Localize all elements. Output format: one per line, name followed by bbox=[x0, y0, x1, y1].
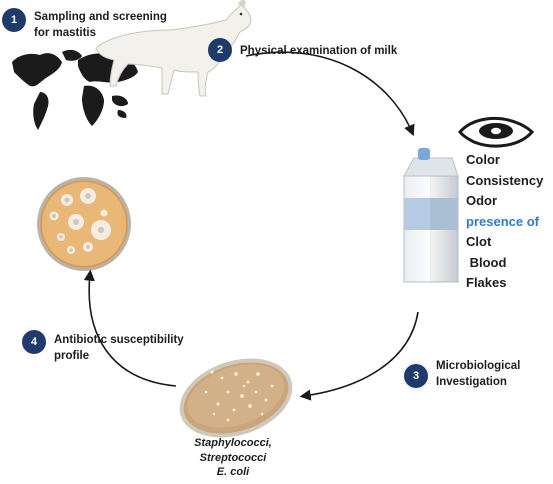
property-color: Color bbox=[466, 152, 500, 167]
step-2-label: Physical examination of milk bbox=[240, 43, 397, 59]
step-4-label-line-2: profile bbox=[54, 350, 90, 362]
arrow-1-to-2 bbox=[245, 51, 415, 137]
culture-plate-icon bbox=[179, 358, 293, 438]
bacteria-staphylococci: Staphylococci, bbox=[194, 437, 272, 449]
goat-icon bbox=[95, 0, 252, 97]
arrow-3-to-4 bbox=[83, 269, 177, 387]
step-1-label-line-1: Sampling and screening bbox=[34, 11, 167, 23]
step-3-number: 3 bbox=[412, 370, 420, 382]
bacteria-list: Staphylococci, Streptococci E. coli bbox=[178, 436, 288, 480]
step-3-label-line-1: Microbiological bbox=[436, 360, 521, 372]
step-3-label: Microbiological Investigation bbox=[436, 358, 520, 390]
property-blood: Blood bbox=[466, 254, 507, 270]
step-1-badge: 1 bbox=[2, 8, 26, 32]
milk-properties-list: Color Consistency Odor presence of Clot … bbox=[466, 150, 543, 294]
step-4-label-line-1: Antibiotic susceptibility bbox=[54, 334, 184, 346]
step-3-label-line-2: Investigation bbox=[436, 376, 507, 388]
step-4-badge: 4 bbox=[22, 330, 46, 354]
step-2-label-line-1: Physical examination of milk bbox=[240, 45, 398, 57]
property-consistency: Consistency bbox=[466, 172, 544, 188]
bacteria-streptococci: Streptococci bbox=[199, 451, 267, 464]
step-4-number: 4 bbox=[30, 336, 38, 348]
eye-icon bbox=[458, 117, 535, 148]
property-presence-of: presence of bbox=[466, 213, 539, 229]
step-2-badge: 2 bbox=[208, 38, 232, 62]
property-flakes: Flakes bbox=[466, 275, 507, 290]
step-1-number: 1 bbox=[10, 14, 18, 26]
bacteria-e-coli: E. coli bbox=[216, 466, 250, 478]
step-3-badge: 3 bbox=[404, 364, 428, 388]
step-4-label: Antibiotic susceptibility profile bbox=[54, 332, 184, 364]
step-2-number: 2 bbox=[216, 44, 224, 56]
milk-carton-icon bbox=[403, 148, 459, 283]
arrow-2-to-3 bbox=[299, 311, 419, 401]
step-1-label: Sampling and screening for mastitis bbox=[34, 9, 167, 41]
property-odor: Odor bbox=[466, 193, 498, 208]
property-clot: Clot bbox=[466, 234, 492, 249]
step-1-label-line-2: for mastitis bbox=[34, 27, 96, 39]
petri-dish-icon bbox=[37, 177, 131, 271]
